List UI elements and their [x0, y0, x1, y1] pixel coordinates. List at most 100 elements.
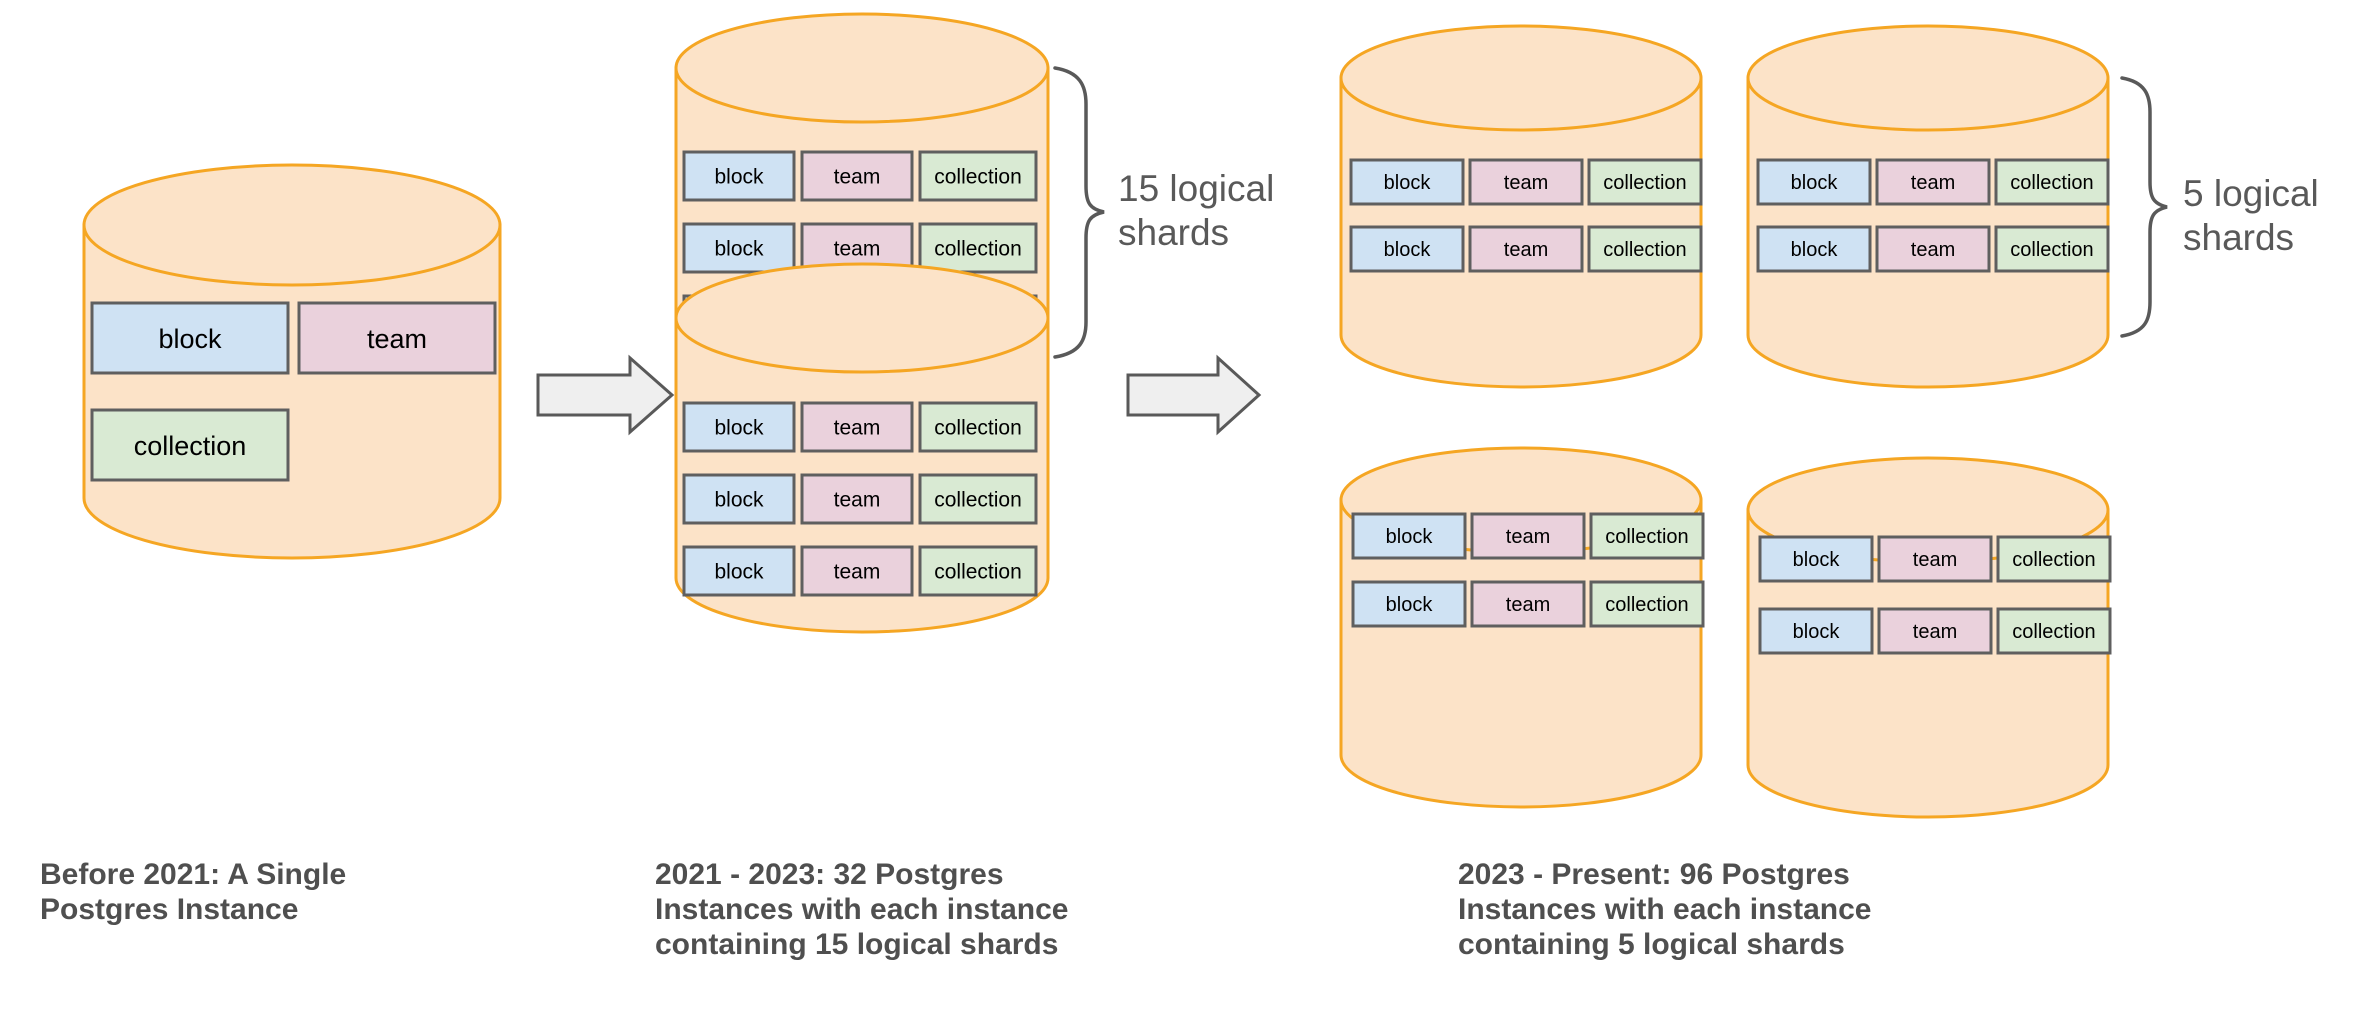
- shard-collection: [1996, 535, 2112, 583]
- shard-team: [1470, 580, 1586, 628]
- shard-label: block: [714, 561, 764, 584]
- shard-label: collection: [134, 431, 247, 461]
- shard-grid: block team collection block team collect…: [1349, 158, 1703, 273]
- shard-label: collection: [2012, 549, 2095, 571]
- shard-label: block: [1791, 239, 1839, 261]
- shard-team: [1468, 158, 1584, 206]
- shard-label: block: [158, 324, 222, 354]
- shard-collection: [918, 222, 1038, 274]
- shard-label: block: [1793, 621, 1841, 643]
- shard-team: [800, 473, 914, 525]
- brace-5-shards: [2120, 76, 2168, 338]
- shard-label: team: [834, 489, 881, 512]
- shard-team: [800, 401, 914, 453]
- shard-label: block: [714, 166, 764, 189]
- shard-block: [682, 401, 796, 453]
- shard-label: collection: [2010, 239, 2093, 261]
- caption-before-2021: Before 2021: A Single Postgres Instance: [40, 858, 347, 926]
- shard-label: team: [367, 324, 427, 354]
- shard-label: block: [1386, 594, 1434, 616]
- cylinder-top: [82, 163, 502, 287]
- shard-label: collection: [934, 417, 1022, 440]
- transition-arrow-1: [536, 354, 675, 436]
- shard-label: collection: [1605, 526, 1688, 548]
- shard-team: [800, 150, 914, 202]
- transition-arrow-2: [1126, 354, 1262, 436]
- shard-team: [297, 301, 497, 375]
- cylinder-body: [1339, 498, 1703, 809]
- shard-block: [682, 545, 796, 597]
- shard-grid: block team collection block team collect…: [682, 401, 1038, 597]
- shard-label: collection: [1603, 172, 1686, 194]
- shard-team: [1877, 535, 1993, 583]
- shard-block: [1349, 225, 1465, 273]
- shard-label: block: [1791, 172, 1839, 194]
- shard-team: [800, 545, 914, 597]
- shard-grid: block team collection: [90, 301, 497, 482]
- cylinder-top: [674, 12, 1050, 124]
- shard-label: collection: [934, 561, 1022, 584]
- shard-collection: [90, 408, 290, 482]
- caption-2023-present: 2023 - Present: 96 Postgres Instances wi…: [1458, 858, 1872, 961]
- shard-label: block: [714, 417, 764, 440]
- shard-label: collection: [1605, 594, 1688, 616]
- shard-label: collection: [934, 166, 1022, 189]
- shard-block: [682, 150, 796, 202]
- shard-collection: [1994, 158, 2110, 206]
- shard-label: collection: [934, 238, 1022, 261]
- shard-label: block: [714, 489, 764, 512]
- shard-label: team: [834, 561, 881, 584]
- shard-label: team: [834, 417, 881, 440]
- shard-collection: [1587, 158, 1703, 206]
- shard-collection: [918, 150, 1038, 202]
- shard-label: team: [1913, 621, 1957, 643]
- caption-2021-2023: 2021 - 2023: 32 Postgres Instances with …: [655, 858, 1069, 961]
- shard-label: collection: [1603, 239, 1686, 261]
- shard-label: team: [1504, 239, 1548, 261]
- shard-label: team: [1504, 172, 1548, 194]
- shard-collection: [1587, 225, 1703, 273]
- shard-grid: block team collection block team collect…: [1351, 512, 1705, 628]
- shard-label: block: [1384, 239, 1432, 261]
- shard-collection: [1996, 607, 2112, 655]
- shard-collection: [918, 545, 1038, 597]
- shard-collection: [918, 473, 1038, 525]
- shard-collection: [918, 401, 1038, 453]
- shard-block: [682, 222, 796, 274]
- shard-label: team: [1913, 549, 1957, 571]
- arrow-icon: [1126, 354, 1262, 436]
- shard-label: team: [1506, 594, 1550, 616]
- instance-single-instance: block team collection: [82, 163, 502, 560]
- shard-block: [1758, 535, 1874, 583]
- shard-label: collection: [2010, 172, 2093, 194]
- shard-block: [90, 301, 290, 375]
- shard-team: [1877, 607, 1993, 655]
- shard-block: [1351, 580, 1467, 628]
- shard-team: [1468, 225, 1584, 273]
- shard-label: collection: [934, 489, 1022, 512]
- cylinder-top: [1339, 24, 1703, 132]
- shard-label: team: [834, 166, 881, 189]
- brace-label-5-logical-shards: 5 logical shards: [2183, 173, 2319, 258]
- instance-instance-bottom-right: block team collection block team collect…: [1746, 456, 2112, 819]
- shard-label: block: [1793, 549, 1841, 571]
- shard-team: [1470, 512, 1586, 560]
- brace-label-15-logical-shards: 15 logical shards: [1118, 168, 1275, 253]
- shard-block: [682, 473, 796, 525]
- shard-label: team: [1506, 526, 1550, 548]
- shard-label: block: [1386, 526, 1434, 548]
- shard-grid: block team collection block team collect…: [1756, 158, 2110, 273]
- instance-instance-top-right: block team collection block team collect…: [1746, 24, 2110, 389]
- shard-grid: block team collection block team collect…: [1758, 535, 2112, 655]
- cylinder-top: [1746, 24, 2110, 132]
- instance-instance-top-left: block team collection block team collect…: [1339, 24, 1703, 389]
- shard-label: block: [714, 238, 764, 261]
- shard-collection: [1589, 512, 1705, 560]
- shard-block: [1351, 512, 1467, 560]
- instance-instance-bottom: block team collection block team collect…: [674, 262, 1050, 634]
- shard-team: [1875, 158, 1991, 206]
- shard-block: [1758, 607, 1874, 655]
- shard-label: team: [834, 238, 881, 261]
